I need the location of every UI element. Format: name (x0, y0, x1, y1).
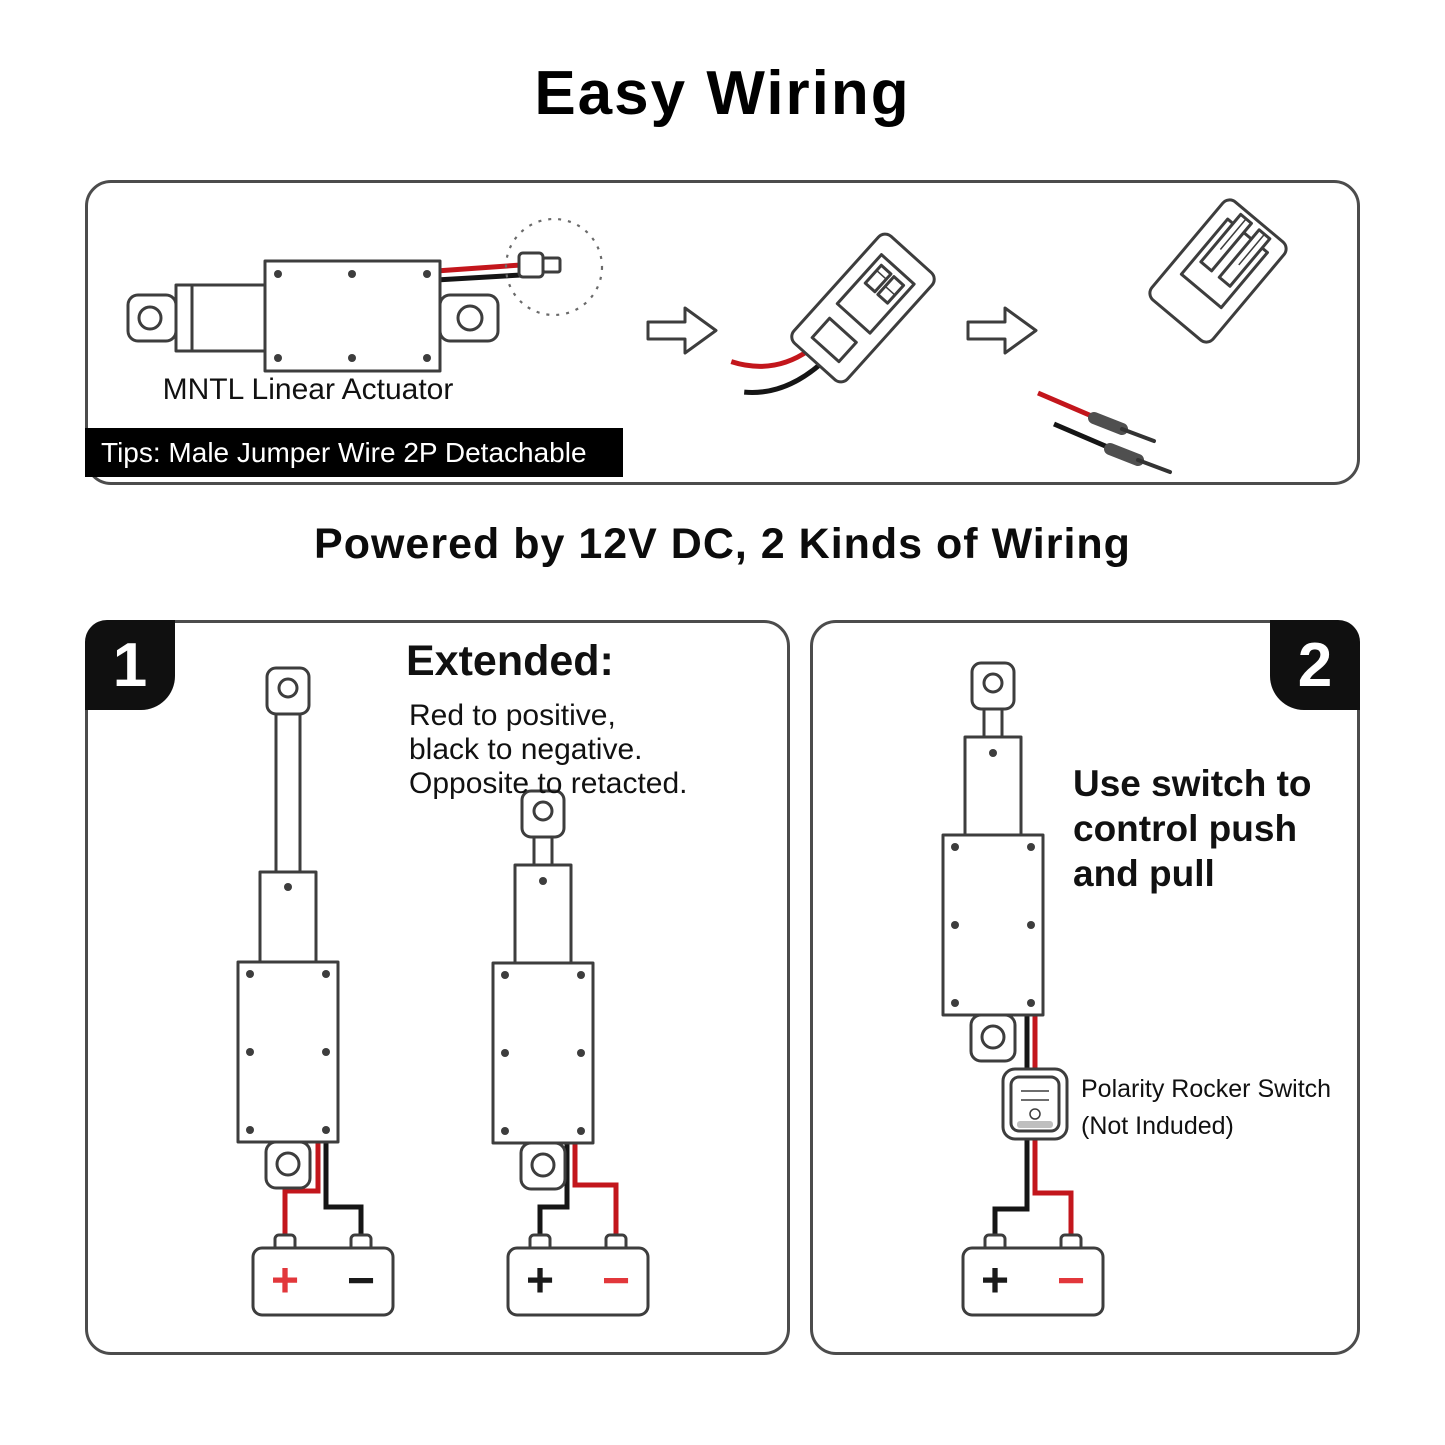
extended-desc-line: Opposite to retacted. (409, 767, 688, 800)
switch-heading-line: control push (1073, 808, 1298, 849)
horizontal-actuator-drawing (126, 217, 604, 373)
wiring-option-1-panel: Extended: Red to positive, black to nega… (85, 620, 790, 1355)
battery-plus-label: + (270, 1254, 300, 1308)
wiring-option-2-panel: Use switch to control push and pull Pola… (810, 620, 1360, 1355)
arrow-right-icon (966, 306, 1038, 355)
wiring-option-1-diagram (236, 666, 650, 1317)
actuator-label: MNTL Linear Actuator (162, 373, 454, 406)
option-1-number-badge: 1 (85, 620, 175, 710)
page-title: Easy Wiring (534, 59, 911, 128)
extended-desc-line: black to negative. (409, 733, 643, 766)
extended-desc-line: Red to positive, (409, 699, 616, 732)
connector-2p-wired-drawing (730, 232, 936, 395)
spade-terminal-wires-drawing (1037, 390, 1172, 474)
section-subtitle: Powered by 12V DC, 2 Kinds of Wiring (314, 520, 1131, 568)
extended-heading: Extended: (406, 637, 614, 685)
battery-minus-label: − (601, 1254, 631, 1308)
wiring-option-2-diagram (941, 661, 1105, 1317)
top-wiring-diagram (126, 198, 1288, 474)
actuator-retracted-drawing (941, 661, 1045, 1063)
switch-wires-drawing (992, 1010, 1074, 1237)
switch-heading-line: Use switch to (1073, 763, 1312, 804)
rocker-switch-label: Polarity Rocker Switch (1081, 1075, 1332, 1103)
rocker-switch-drawing (1001, 1067, 1069, 1141)
arrow-right-icon (646, 306, 718, 355)
switch-heading-line: and pull (1073, 853, 1215, 894)
tips-banner: Tips: Male Jumper Wire 2P Detachable (85, 428, 623, 477)
battery-wires-drawing (282, 1137, 619, 1237)
battery-plus-label: + (980, 1254, 1010, 1308)
option-2-number-badge: 2 (1270, 620, 1360, 710)
battery-minus-label: − (1056, 1254, 1086, 1308)
battery-plus-label: + (525, 1254, 555, 1308)
connector-2p-open-drawing (1148, 198, 1288, 344)
battery-minus-label: − (346, 1254, 376, 1308)
connector-highlight-circle (504, 217, 604, 317)
rocker-switch-label: (Not Induded) (1081, 1112, 1234, 1140)
actuator-retracted-drawing (491, 789, 595, 1191)
actuator-extended-drawing (236, 666, 340, 1190)
